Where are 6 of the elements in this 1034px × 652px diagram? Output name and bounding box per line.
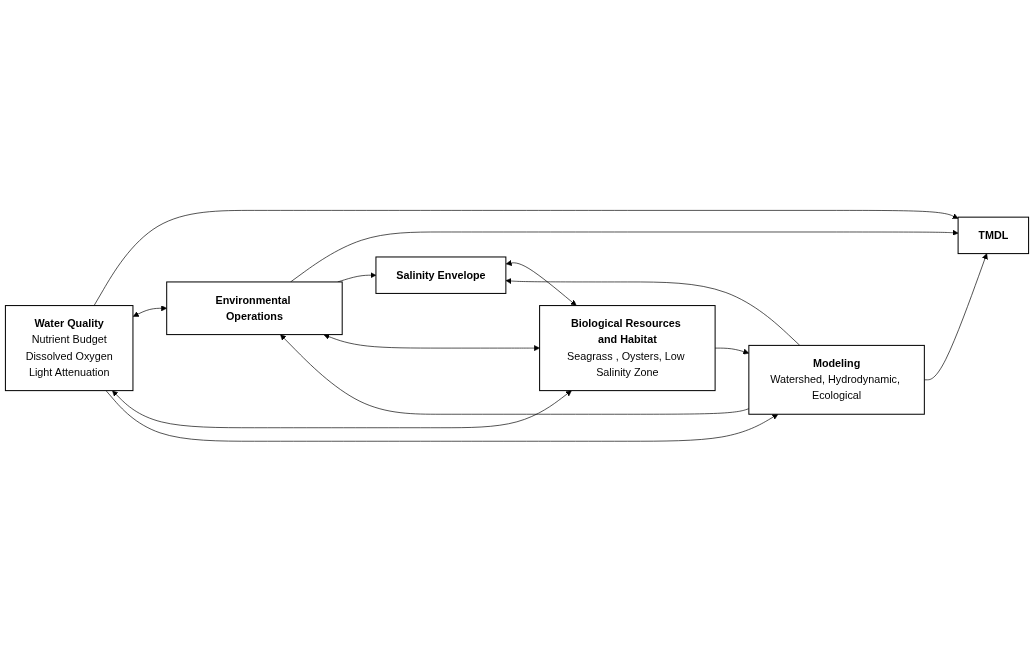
node-box: TMDL [957,216,1030,255]
node-box: Salinity Envelope [375,256,507,295]
node-box: Biological Resources and Habitat Seagrass , Oysters, Low Salinity Zone [539,305,716,392]
node-box: Water Quality Nutrient Budget Dissolved Oxygen Light Attenuation [4,305,134,392]
node-box: Environmental Operations [166,281,343,336]
node-box: Modeling Watershed, Hydrodynamic, Ecological [748,345,925,415]
